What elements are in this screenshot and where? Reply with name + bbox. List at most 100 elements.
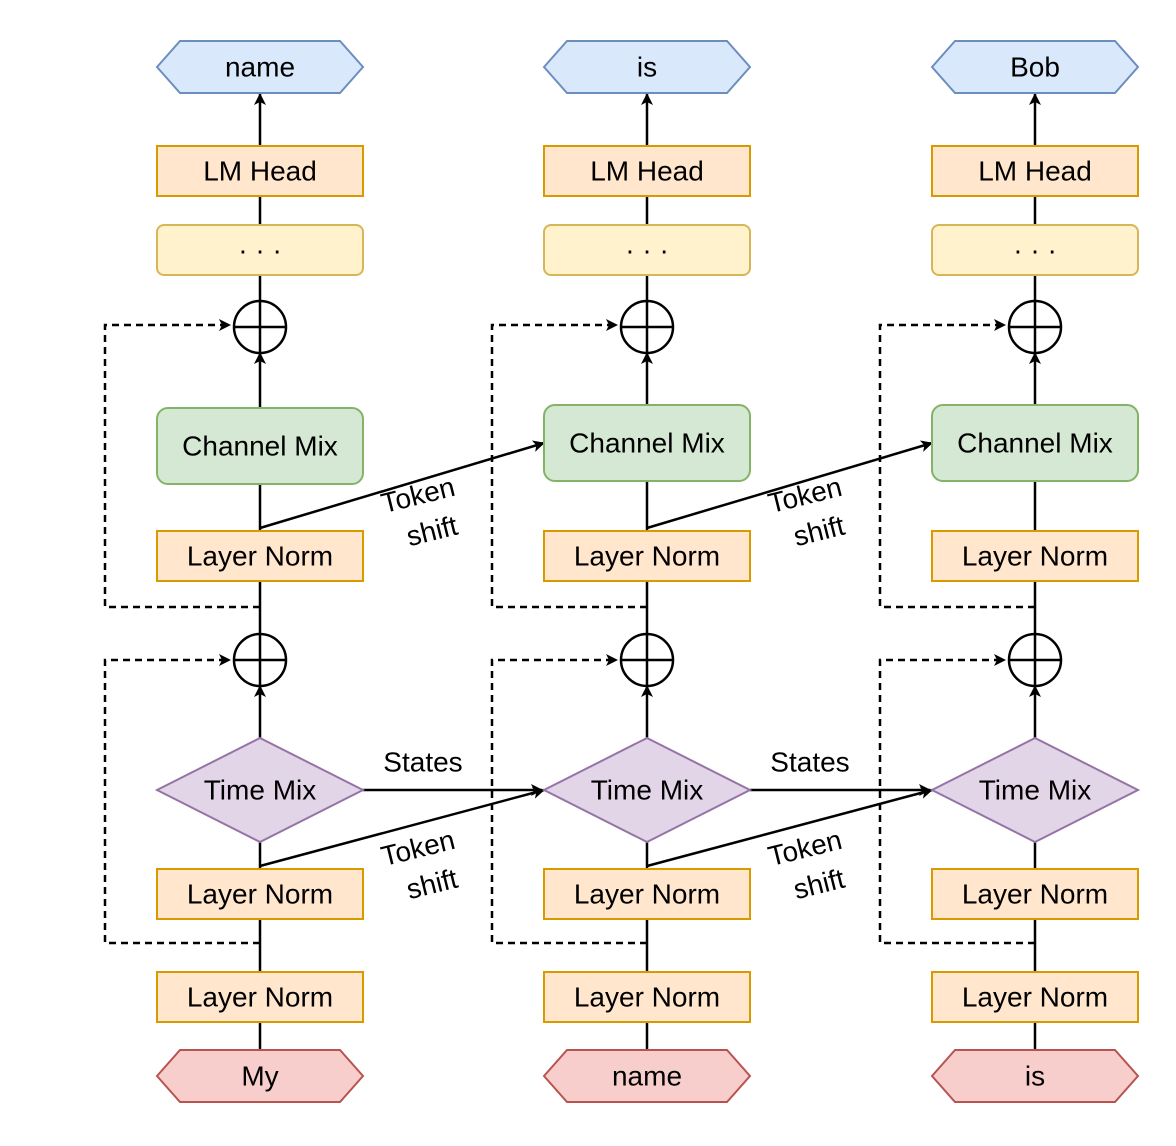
lm-head-1: LM Head <box>156 145 364 197</box>
channel-mix-1: Channel Mix <box>156 407 364 485</box>
layer-norm-label: Layer Norm <box>574 879 720 910</box>
residual-lower-3 <box>878 654 1035 945</box>
token-shift-time-label-line2: shift <box>403 863 461 906</box>
layer-norm-bottom-1-shape <box>156 971 364 1023</box>
output-token-2: is <box>542 40 752 94</box>
lm-head-3: LM Head <box>931 145 1139 197</box>
states-label: States <box>383 747 462 778</box>
layer-norm-upper-3: Layer Norm <box>931 530 1139 582</box>
ellipsis-block-3: · · · <box>931 224 1139 276</box>
token-shift-time-label-line2: shift <box>790 863 848 906</box>
ellipsis-block-3-shape <box>931 224 1139 276</box>
channel-mix-2: Channel Mix <box>543 404 751 482</box>
layer-norm-label: Layer Norm <box>187 879 333 910</box>
channel-mix-3-shape <box>931 404 1139 482</box>
channel-mix-label: Channel Mix <box>957 428 1113 459</box>
lm-head-label: LM Head <box>590 156 704 187</box>
sum-channel-1 <box>232 299 288 355</box>
time-mix-2-shape <box>541 736 753 844</box>
layer-norm-bottom-2: Layer Norm <box>543 971 751 1023</box>
output-token-3: Bob <box>930 40 1140 94</box>
input-token-2: name <box>542 1049 752 1103</box>
token-shift-channel-2 <box>646 440 933 530</box>
channel-mix-label: Channel Mix <box>182 431 338 462</box>
sum-channel-2 <box>619 299 675 355</box>
lm-head-1-shape <box>156 145 364 197</box>
lm-head-label: LM Head <box>978 156 1092 187</box>
sum-time-1 <box>232 632 288 688</box>
time-mix-label: Time Mix <box>204 775 317 806</box>
layer-norm-middle-3-shape <box>931 868 1139 920</box>
layer-norm-upper-1: Layer Norm <box>156 530 364 582</box>
lm-head-2-shape <box>543 145 751 197</box>
layer-norm-upper-2-shape <box>543 530 751 582</box>
layer-norm-label: Layer Norm <box>962 541 1108 572</box>
input-token-label: My <box>241 1061 278 1092</box>
layer-norm-label: Layer Norm <box>574 541 720 572</box>
residual-upper-2 <box>490 319 647 609</box>
token-shift-channel-label-line2: shift <box>403 510 461 553</box>
layer-norm-label: Layer Norm <box>962 982 1108 1013</box>
output-token-1: name <box>155 40 365 94</box>
channel-mix-1-shape <box>156 407 364 485</box>
output-token-2-shape <box>542 40 752 94</box>
output-token-label: name <box>225 52 295 83</box>
sum-channel-3 <box>1007 299 1063 355</box>
time-mix-1-shape <box>154 736 366 844</box>
channel-mix-label: Channel Mix <box>569 428 725 459</box>
time-mix-2: Time Mix <box>541 736 753 844</box>
states-label: States <box>770 747 849 778</box>
ellipsis-block-2-shape <box>543 224 751 276</box>
input-token-3: is <box>930 1049 1140 1103</box>
residual-upper-1 <box>103 319 260 609</box>
residual-lower-1 <box>103 654 260 945</box>
ellipsis-label: · · · <box>238 235 282 266</box>
token-shift-time-2 <box>646 787 933 868</box>
residual-upper-3 <box>878 319 1035 609</box>
ellipsis-block-1-shape <box>156 224 364 276</box>
output-token-label: Bob <box>1010 52 1060 83</box>
channel-mix-2-shape <box>543 404 751 482</box>
input-token-label: name <box>612 1061 682 1092</box>
lm-head-3-shape <box>931 145 1139 197</box>
output-token-label: is <box>637 52 657 83</box>
layer-norm-label: Layer Norm <box>574 982 720 1013</box>
output-token-1-shape <box>155 40 365 94</box>
layer-norm-bottom-3: Layer Norm <box>931 971 1139 1023</box>
layer-norm-middle-1: Layer Norm <box>156 868 364 920</box>
time-mix-1: Time Mix <box>154 736 366 844</box>
time-mix-label: Time Mix <box>591 775 704 806</box>
layer-norm-upper-1-shape <box>156 530 364 582</box>
layer-norm-middle-2: Layer Norm <box>543 868 751 920</box>
input-token-2-shape <box>542 1049 752 1103</box>
layer-norm-middle-1-shape <box>156 868 364 920</box>
layer-norm-bottom-1: Layer Norm <box>156 971 364 1023</box>
layer-norm-label: Layer Norm <box>962 879 1108 910</box>
ellipsis-label: · · · <box>625 235 669 266</box>
sum-time-2 <box>619 632 675 688</box>
layer-norm-middle-2-shape <box>543 868 751 920</box>
edges-layer <box>103 93 1041 1049</box>
input-token-label: is <box>1025 1061 1045 1092</box>
output-token-3-shape <box>930 40 1140 94</box>
layer-norm-upper-3-shape <box>931 530 1139 582</box>
lm-head-2: LM Head <box>543 145 751 197</box>
layer-norm-label: Layer Norm <box>187 982 333 1013</box>
layer-norm-upper-2: Layer Norm <box>543 530 751 582</box>
ellipsis-label: · · · <box>1013 235 1057 266</box>
input-token-1: My <box>155 1049 365 1103</box>
layer-norm-bottom-2-shape <box>543 971 751 1023</box>
token-shift-time-1 <box>259 787 545 868</box>
time-mix-3-shape <box>929 736 1141 844</box>
lm-head-label: LM Head <box>203 156 317 187</box>
input-token-1-shape <box>155 1049 365 1103</box>
ellipsis-block-1: · · · <box>156 224 364 276</box>
input-token-3-shape <box>930 1049 1140 1103</box>
token-shift-channel-label-line2: shift <box>790 510 848 553</box>
residual-lower-2 <box>490 654 647 945</box>
time-mix-3: Time Mix <box>929 736 1141 844</box>
layer-norm-middle-3: Layer Norm <box>931 868 1139 920</box>
layer-norm-label: Layer Norm <box>187 541 333 572</box>
